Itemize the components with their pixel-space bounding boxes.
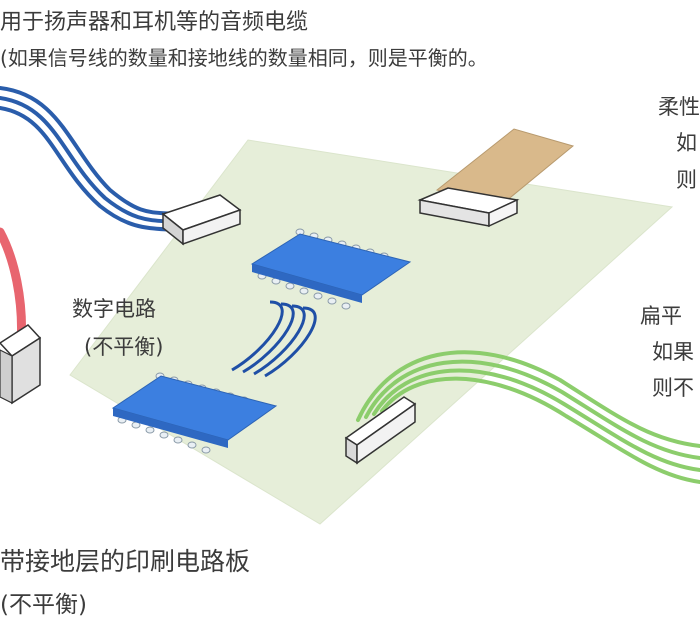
digital-circuit-label: 数字电路 [72, 297, 156, 321]
red-cable [0, 227, 27, 350]
pcb-label: 带接地层的印刷电路板 [0, 547, 251, 576]
ic-chip-lower [111, 372, 278, 454]
audio-cable-label: 用于扬声器和耳机等的音频电缆 [0, 10, 309, 35]
audio-connector [161, 194, 242, 246]
red-cable-connector [0, 324, 42, 405]
flat-cable-note-line1: 如果 [652, 340, 694, 364]
flex-cable-label: 柔性 [658, 95, 700, 119]
digital-traces [231, 300, 317, 378]
flex-cable [417, 128, 575, 228]
flat-connector [344, 396, 417, 465]
flex-cable-note-line1: 如 [676, 131, 697, 155]
pcb-note: (不平衡) [0, 592, 87, 618]
audio-cable-inner [0, 92, 176, 227]
flat-cable-label: 扁平 [640, 304, 682, 328]
flex-cable-note-line2: 则 [676, 168, 697, 192]
audio-cable-note: (如果信号线的数量和接地线的数量相同，则是平衡的。 [0, 46, 488, 70]
flat-cable [356, 350, 700, 484]
digital-circuit-note: (不平衡) [84, 335, 164, 359]
audio-cable [0, 86, 177, 232]
ic-chip-upper [250, 228, 412, 310]
flat-cable-note-line2: 则不 [652, 376, 694, 400]
